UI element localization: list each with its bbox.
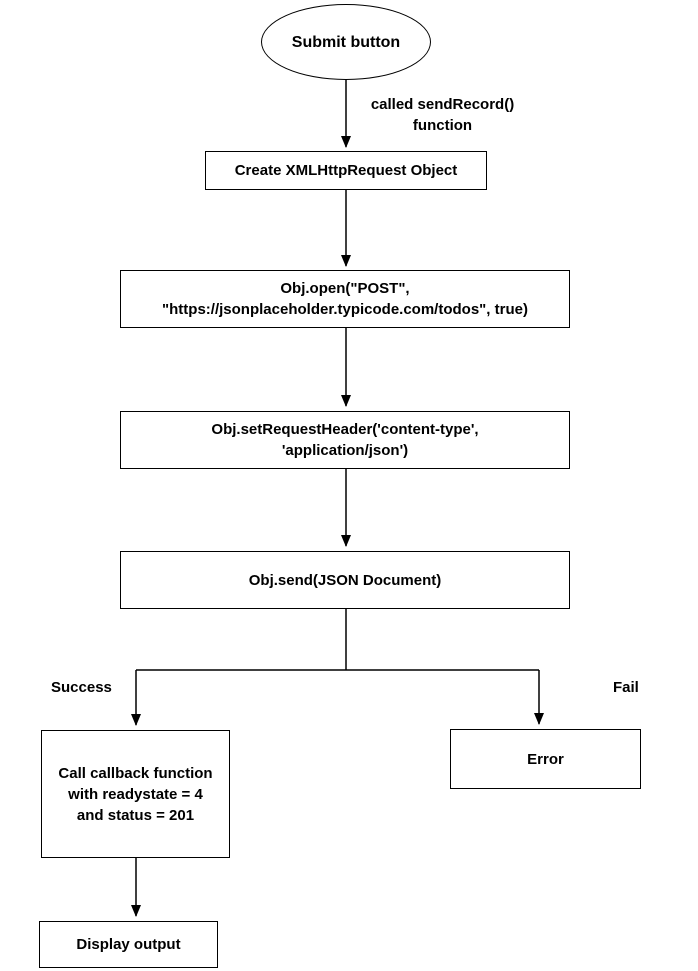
node-call-callback-function: Call callback function with readystate =… — [41, 730, 230, 858]
node-create-xmlhttprequest: Create XMLHttpRequest Object — [205, 151, 487, 190]
node-display-output: Display output — [39, 921, 218, 968]
node-obj-open: Obj.open("POST", "https://jsonplaceholde… — [120, 270, 570, 328]
edge-label-fail: Fail — [613, 679, 639, 696]
edge-label-success: Success — [51, 679, 112, 696]
node-error: Error — [450, 729, 641, 789]
node-obj-setrequestheader: Obj.setRequestHeader('content-type', 'ap… — [120, 411, 570, 469]
edge-label-send-record: called sendRecord() function — [370, 96, 515, 134]
node-submit-button: Submit button — [261, 4, 431, 80]
node-obj-send: Obj.send(JSON Document) — [120, 551, 570, 609]
